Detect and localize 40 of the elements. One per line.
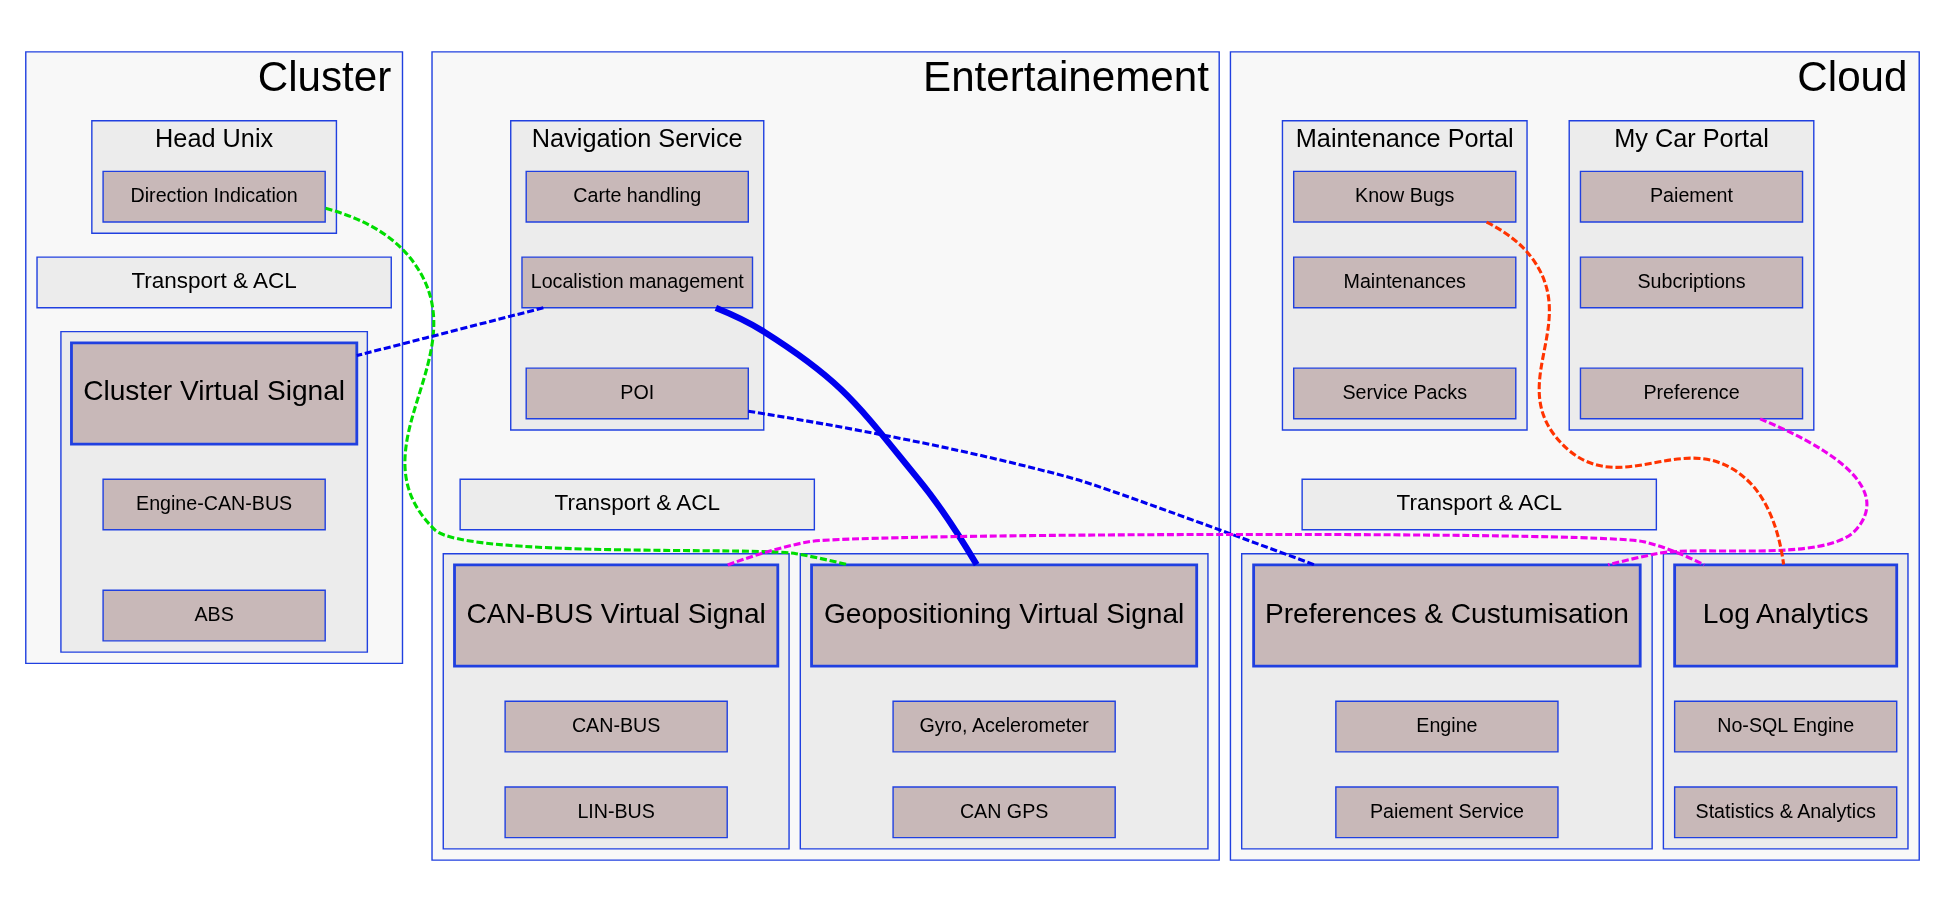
connector [356,306,544,358]
node-box: Transport & ACL [1301,478,1658,531]
node-box: LIN-BUS [504,786,728,839]
node-box: Statistics & Analytics [1673,786,1898,839]
node-box: Paiement Service [1335,786,1559,839]
node-box: Cluster Virtual Signal [70,341,359,446]
cluster [1241,553,1653,850]
node-box: CAN-BUS [504,700,728,753]
connector [714,304,980,567]
node-box: ABS [102,589,326,642]
node-box: Log Analytics [1673,563,1899,668]
node-box: Transport & ACL [36,256,392,309]
connector [727,532,1705,567]
cluster [442,553,790,850]
node-box: Maintenances [1293,256,1517,309]
cluster [1662,553,1909,850]
connector [1485,220,1786,565]
connector [748,409,1316,567]
node-box: Know Bugs [1293,170,1517,223]
node-box: Direction Indication [102,170,326,223]
node-box: Carte handling [525,170,749,223]
node-box: CAN-BUS Virtual Signal [453,563,780,668]
node-box: Geopositioning Virtual Signal [810,563,1199,668]
node-box: Subcriptions [1579,256,1804,309]
node-box: Service Packs [1293,367,1517,420]
node-box: Paiement [1579,170,1804,223]
node-box: No-SQL Engine [1673,700,1898,753]
node-box: Transport & ACL [459,478,816,531]
node-box: POI [525,367,749,420]
node-box: CAN GPS [892,786,1116,839]
node-box: Gyro, Acelerometer [892,700,1116,753]
connector [325,206,849,567]
node-box: Engine [1335,700,1559,753]
connector [1607,417,1869,567]
cluster [60,330,369,653]
cluster [799,553,1209,850]
node-box: Preferences & Custumisation [1252,563,1642,668]
node-box: Localistion management [521,256,754,309]
node-box: Engine-CAN-BUS [102,478,326,531]
node-box: Preference [1579,367,1804,420]
